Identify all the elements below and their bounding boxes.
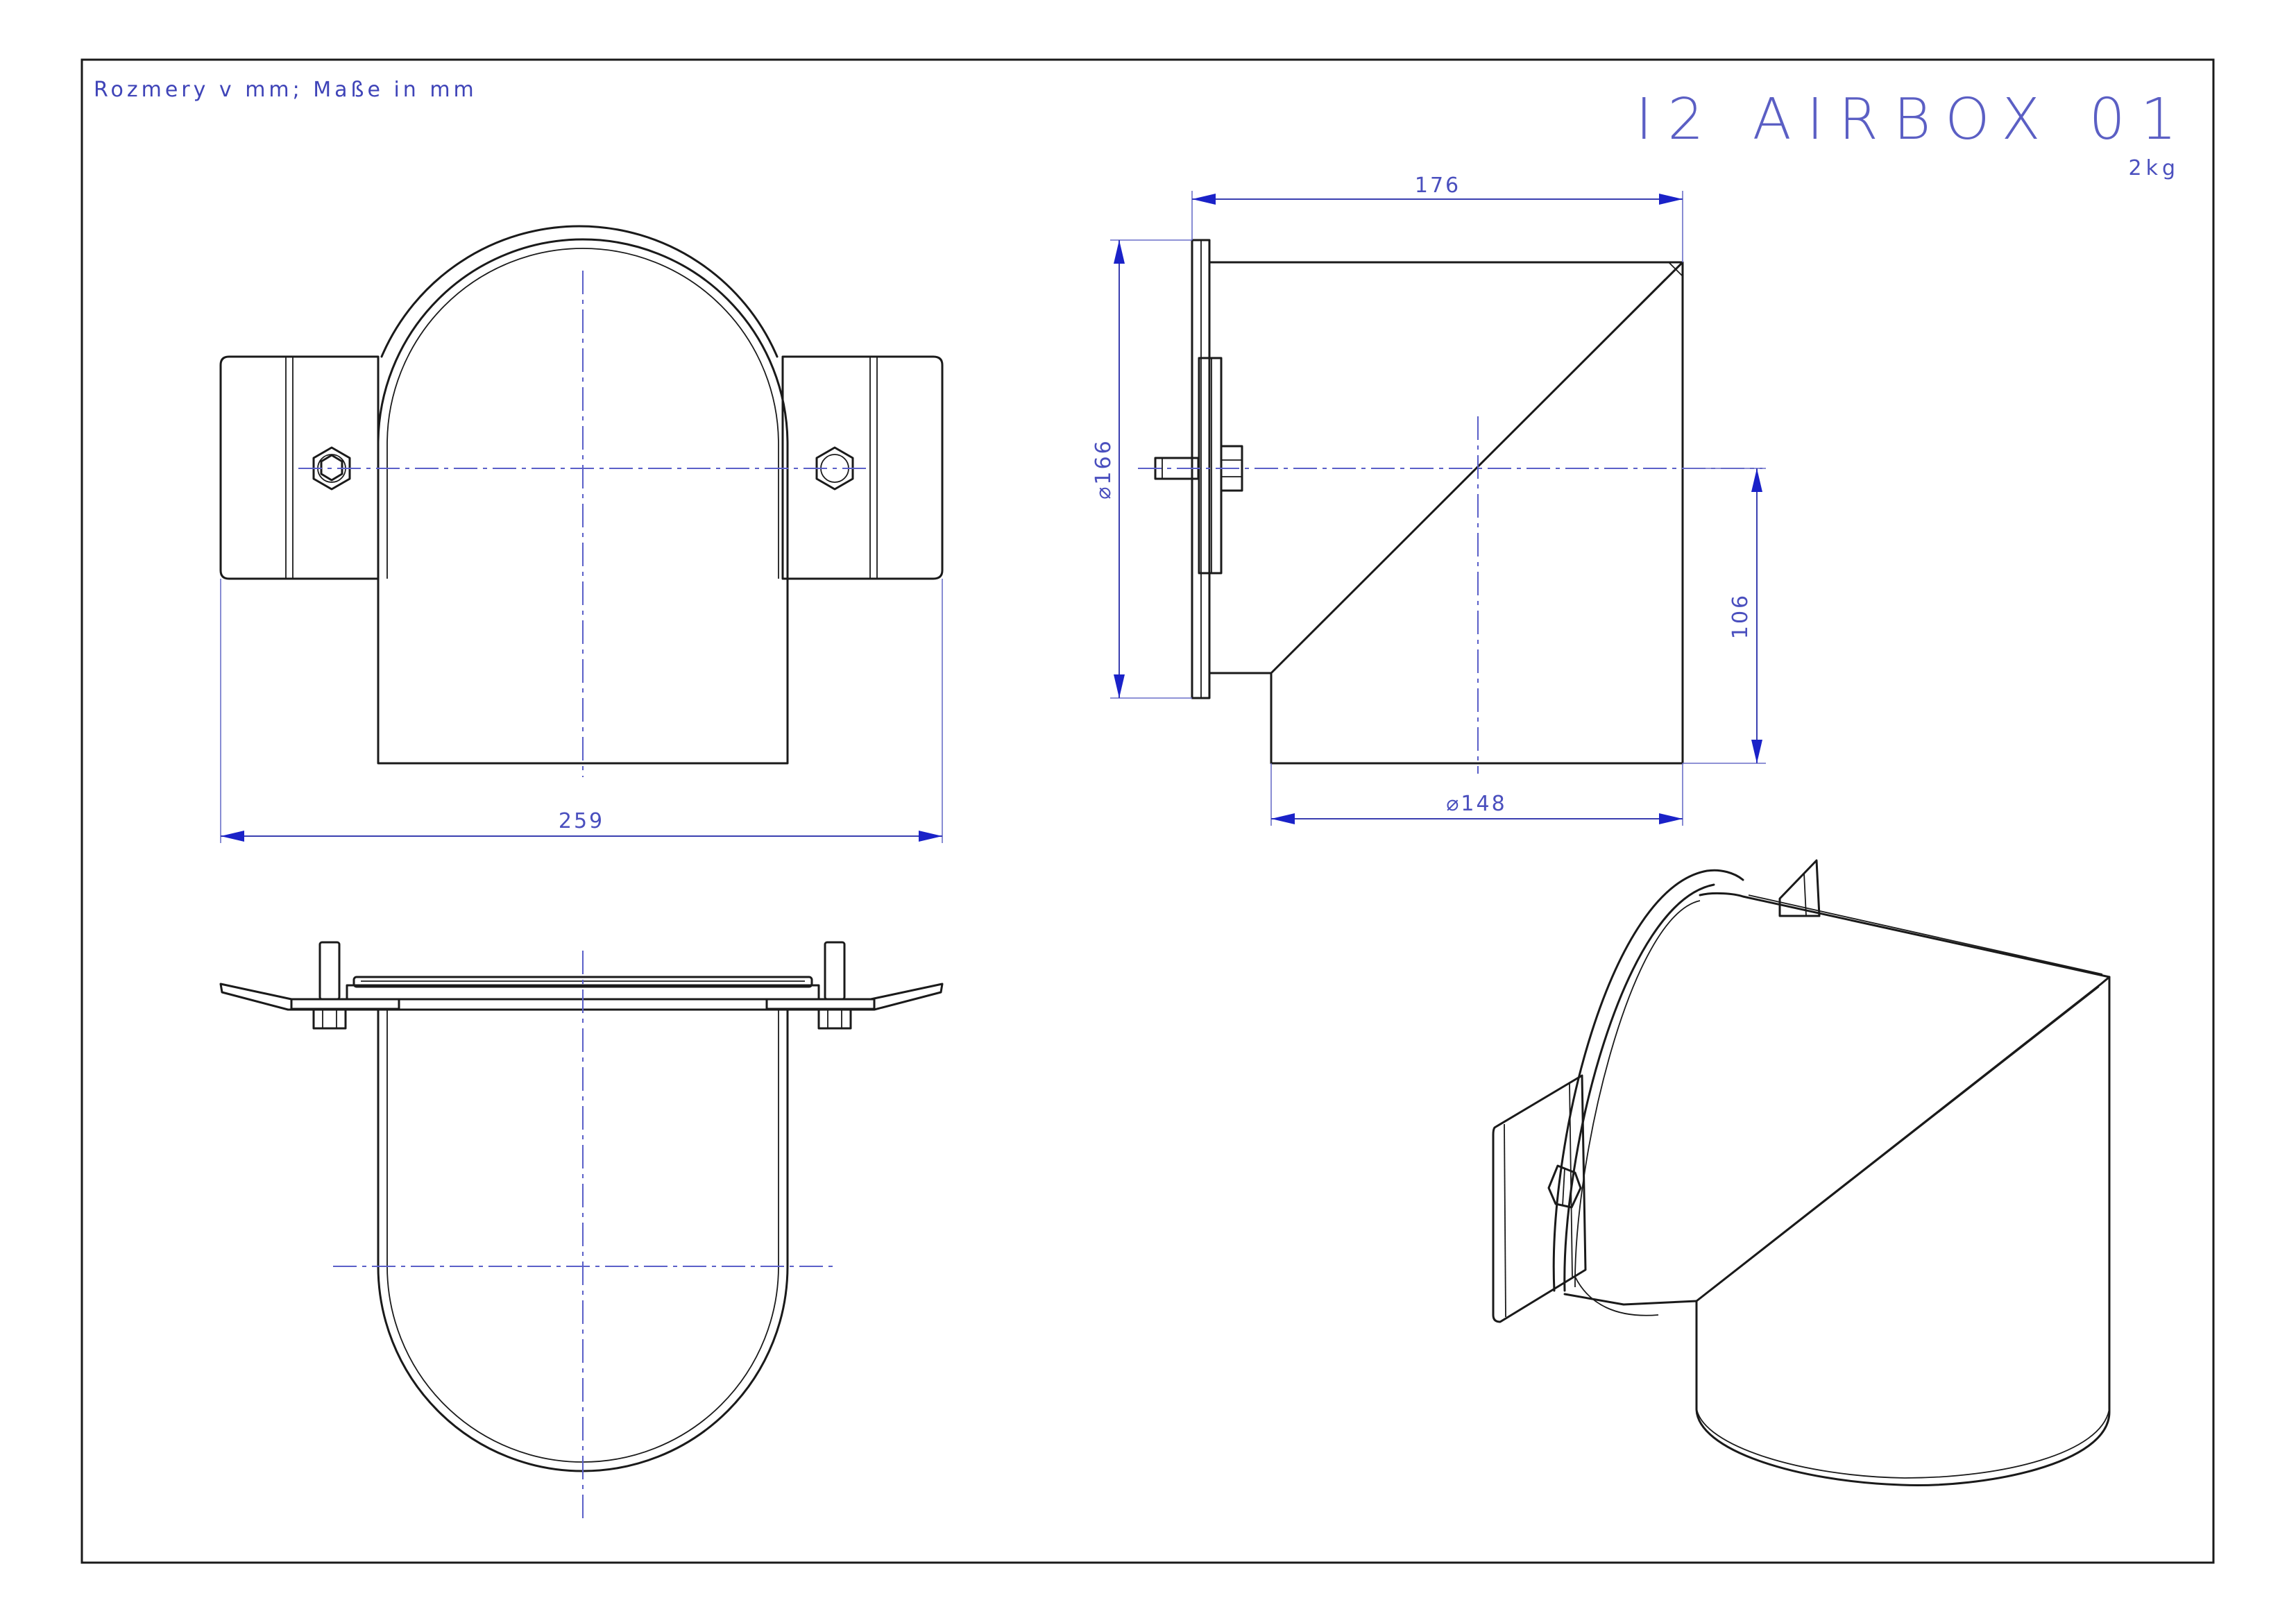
isometric-view [1492,859,2111,1486]
dim-diameter-flange: ⌀166 [1091,439,1116,499]
dim-height-outlet: 106 [1728,593,1753,639]
units-note: Rozmery v mm; Maße in mm [94,78,477,102]
weight-label: 2kg [2128,156,2179,180]
drawing-title: I2 AIRBOX 01 [1635,87,2192,153]
front-view: 259 [219,225,944,843]
drawing-frame [80,58,2215,1564]
dim-width-front: 259 [559,809,604,833]
dim-length-side: 176 [1415,173,1461,198]
dim-diameter-pipe: ⌀148 [1446,792,1506,816]
side-view: 176 ⌀166 106 ⌀148 [1091,173,1766,826]
top-view [219,941,944,1520]
